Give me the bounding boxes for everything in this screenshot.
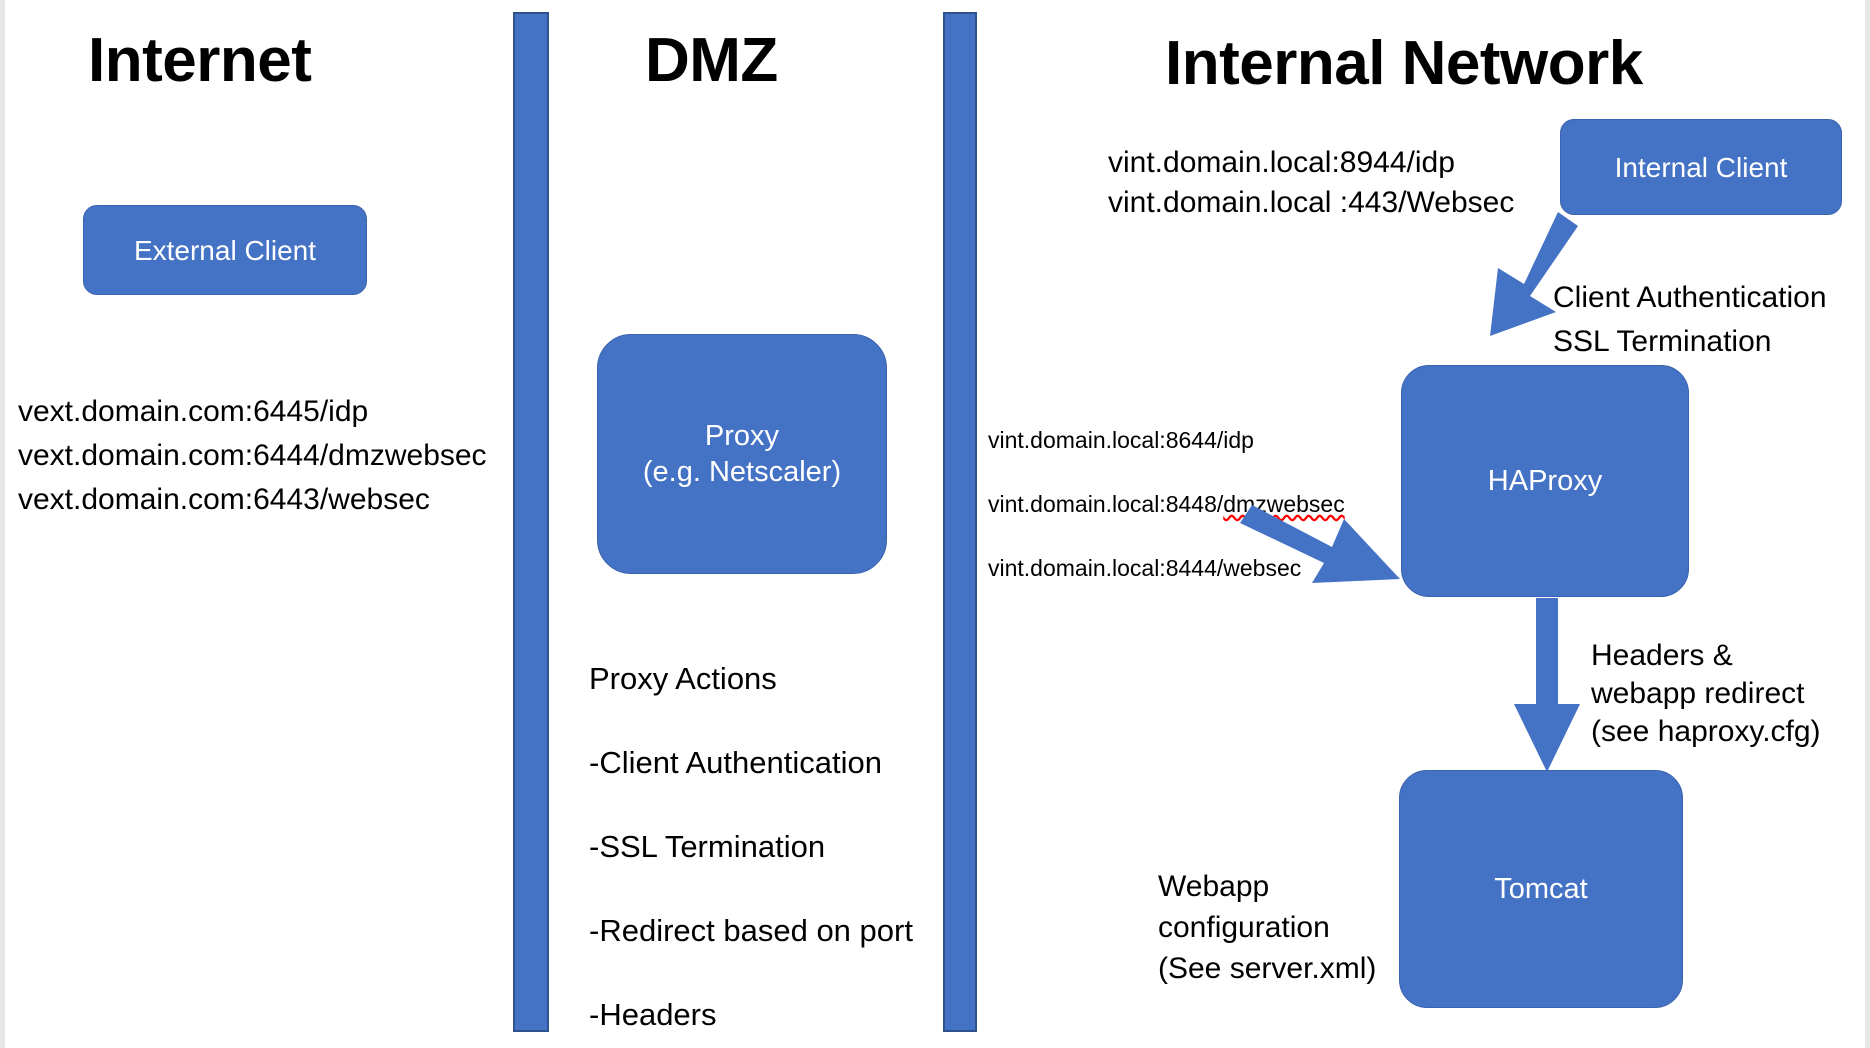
haproxy-backend-line-2: vint.domain.local:8448/dmzwebsec: [988, 488, 1345, 520]
haproxy-backend-line-1: vint.domain.local:8644/idp: [988, 427, 1254, 453]
internal-client-endpoints-text: vint.domain.local:8944/idp vint.domain.l…: [1108, 146, 1515, 219]
webapp-config-annotation: Webapp configuration (See server.xml): [1158, 870, 1377, 985]
proxy-actions-title: Proxy Actions: [589, 661, 777, 696]
node-internal-client[interactable]: Internal Client: [1560, 119, 1842, 215]
node-tomcat[interactable]: Tomcat: [1399, 770, 1683, 1008]
arrow-internal-client-to-haproxy: [1490, 212, 1578, 336]
haproxy-backend-line-3: vint.domain.local:8444/websec: [988, 555, 1302, 581]
page-edge-right: [1865, 0, 1870, 1048]
node-haproxy[interactable]: HAProxy: [1401, 365, 1689, 597]
proxy-actions-block: Proxy Actions -Client Authentication -SS…: [589, 616, 913, 1048]
section-heading-internal-network: Internal Network: [1165, 29, 1643, 98]
proxy-action-item-3: -Redirect based on port: [589, 913, 913, 948]
proxy-action-item-4: -Headers: [589, 997, 717, 1032]
haproxy-backend-line-2-misspelled-word: dmzwebsec: [1223, 491, 1345, 517]
arrow-endpoints-to-haproxy: [1240, 505, 1400, 583]
external-endpoints-text: vext.domain.com:6445/idp vext.domain.com…: [18, 395, 487, 516]
haproxy-backend-line-2-prefix: vint.domain.local:8448/: [988, 491, 1224, 517]
node-external-client[interactable]: External Client: [83, 205, 367, 295]
haproxy-backend-endpoints-text: vint.domain.local:8644/idp vint.domain.l…: [988, 392, 1345, 616]
proxy-action-item-2: -SSL Termination: [589, 829, 826, 864]
page-edge-left: [0, 0, 5, 1048]
zone-divider-internet-dmz: [513, 12, 549, 1032]
zone-divider-dmz-internal: [943, 12, 977, 1032]
section-heading-dmz: DMZ: [645, 26, 778, 95]
node-proxy[interactable]: Proxy (e.g. Netscaler): [597, 334, 887, 574]
client-auth-annotation: Client Authentication SSL Termination: [1553, 281, 1827, 358]
section-heading-internet: Internet: [88, 26, 312, 95]
headers-redirect-annotation: Headers & webapp redirect (see haproxy.c…: [1591, 639, 1821, 748]
proxy-action-item-1: -Client Authentication: [589, 745, 882, 780]
arrow-haproxy-to-tomcat: [1514, 598, 1580, 772]
